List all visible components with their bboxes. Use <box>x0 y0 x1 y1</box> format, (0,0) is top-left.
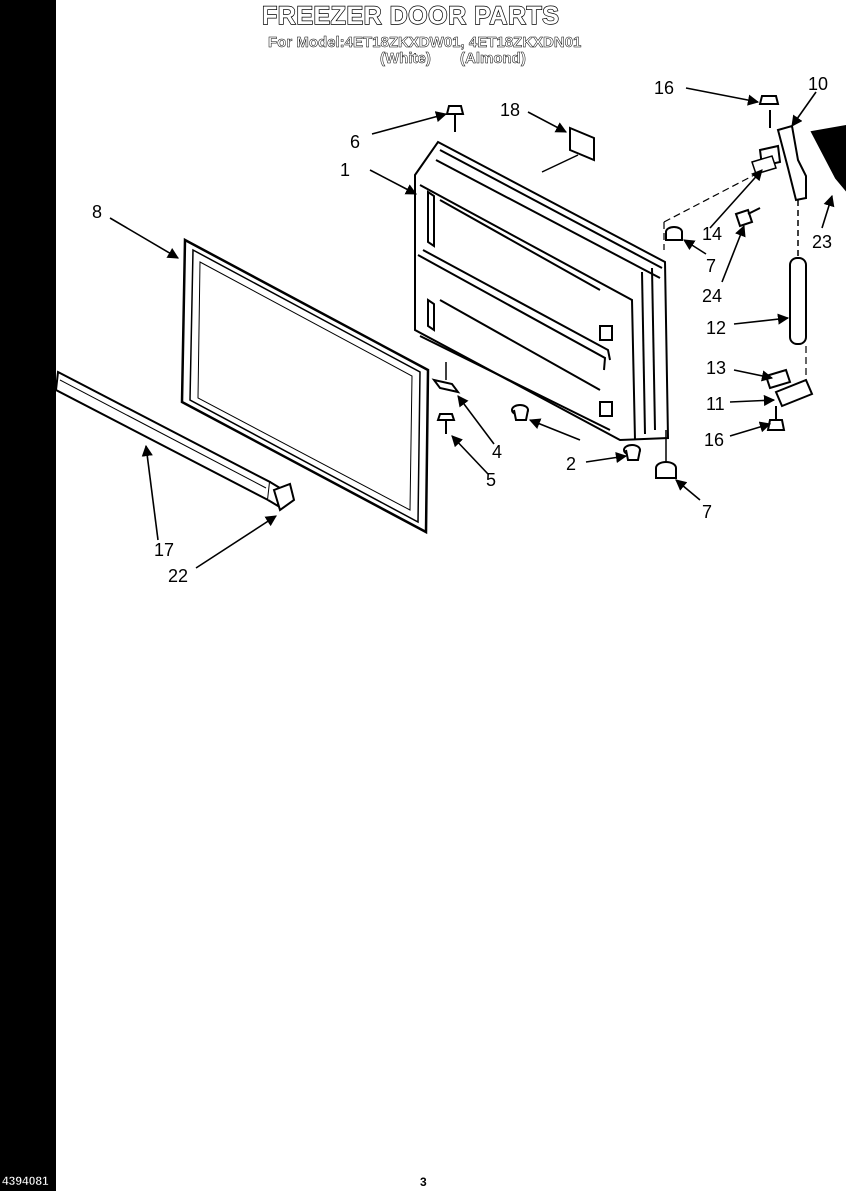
left-margin-bar <box>0 0 56 1191</box>
callout-23: 23 <box>812 232 832 252</box>
screw-top <box>445 105 465 132</box>
callout-7-bottom: 7 <box>702 502 712 522</box>
model-line: For Model:4ET18ZKXDW01, 4ET18ZKXDN01 <box>268 34 582 52</box>
top-hinge <box>758 95 807 202</box>
leader-arrows <box>109 87 835 569</box>
callout-6: 6 <box>350 132 360 152</box>
hinge-shim <box>751 155 777 175</box>
door-handle <box>789 200 807 345</box>
door-panel <box>414 140 670 442</box>
callout-4: 4 <box>492 442 502 462</box>
callout-8: 8 <box>92 202 102 222</box>
variant-almond: (Almond) <box>460 50 526 68</box>
hinge-cover <box>810 124 846 192</box>
callout-22: 22 <box>168 566 188 586</box>
alignment-lines <box>663 171 807 380</box>
callout-12: 12 <box>706 318 726 338</box>
page-number: 3 <box>420 1175 427 1189</box>
door-stops <box>511 404 641 461</box>
label-plate <box>541 126 595 173</box>
callout-7-top: 7 <box>706 256 716 276</box>
callout-2: 2 <box>566 454 576 474</box>
callout-5: 5 <box>486 470 496 490</box>
callout-17: 17 <box>154 540 174 560</box>
callout-16-top: 16 <box>654 78 674 98</box>
bracket-screw <box>431 362 461 434</box>
callout-10: 10 <box>808 74 828 94</box>
callout-13: 13 <box>706 358 726 378</box>
callout-16-bottom: 16 <box>704 430 724 450</box>
door-gasket <box>180 237 430 535</box>
plug-button <box>665 226 683 241</box>
callout-18: 18 <box>500 100 520 120</box>
page-title: FREEZER DOOR PARTS <box>261 1 560 30</box>
variant-white: (White) <box>380 50 431 68</box>
callout-14: 14 <box>702 224 722 244</box>
callout-24: 24 <box>702 286 722 306</box>
trim-strip <box>54 370 282 508</box>
callout-11: 11 <box>706 394 725 414</box>
document-code: 4394081 <box>2 1174 49 1188</box>
callout-1: 1 <box>340 160 350 180</box>
hinge-bushing <box>655 430 677 479</box>
hinge-screw <box>734 207 761 228</box>
end-cap <box>272 482 296 512</box>
